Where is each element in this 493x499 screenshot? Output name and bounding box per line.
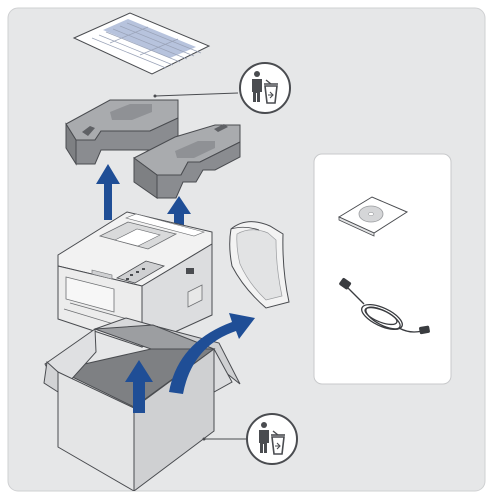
accessories-card: [314, 154, 451, 384]
recycle-bin-person-icon: [247, 414, 297, 464]
recycle-bin-person-icon: [240, 63, 290, 113]
